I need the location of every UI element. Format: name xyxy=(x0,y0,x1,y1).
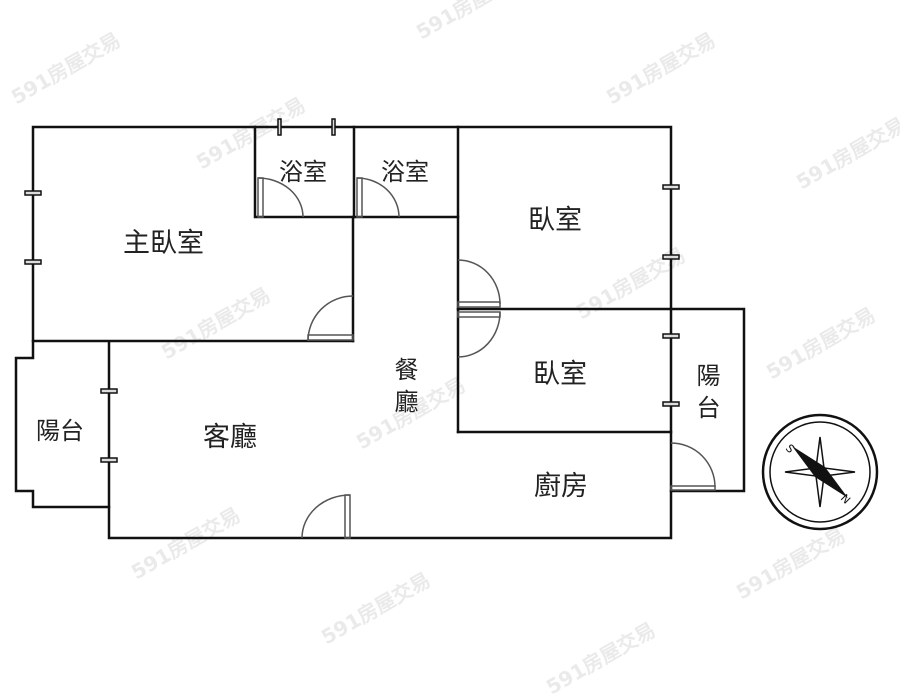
entrance-door-leaf xyxy=(344,494,351,539)
window-mark xyxy=(662,254,680,260)
window-mark xyxy=(662,401,680,407)
balcony-left-walls xyxy=(14,339,111,509)
bedroom-2-door-leaf xyxy=(457,311,501,318)
floorplan-drawing: S N xyxy=(14,118,879,540)
room-master-bedroom: 主臥室 xyxy=(123,228,204,259)
window-mark xyxy=(662,333,680,339)
compass-icon xyxy=(761,413,879,531)
bedroom-1-door-leaf xyxy=(457,301,501,308)
bathroom-1-door-leaf xyxy=(257,177,264,218)
window-mark xyxy=(100,457,118,463)
balcony-right-walls xyxy=(669,307,746,493)
entrance-door-arc xyxy=(301,494,351,539)
master-bedroom-door-arc xyxy=(307,295,354,342)
bathroom-2-door-leaf xyxy=(356,177,363,218)
window-mark xyxy=(331,118,336,136)
room-bathroom-2: 浴室 xyxy=(381,158,429,186)
room-living-room: 客廳 xyxy=(203,422,257,453)
room-balcony-right: 陽台 xyxy=(692,363,720,427)
bathroom-2-door-arc xyxy=(356,177,400,218)
window-mark xyxy=(24,259,42,265)
bedroom-1-door-arc xyxy=(457,259,501,305)
window-mark xyxy=(24,190,42,196)
room-bedroom-1: 臥室 xyxy=(528,205,582,236)
window-mark xyxy=(662,184,680,190)
bathroom-1-door-arc xyxy=(257,177,304,218)
compass-north-label: N xyxy=(838,492,853,507)
window-mark xyxy=(100,388,118,394)
room-balcony-left: 陽台 xyxy=(36,417,84,445)
bedroom-2-door-arc xyxy=(457,311,501,358)
balcony-door-arc xyxy=(670,442,716,488)
balcony-door-leaf xyxy=(670,485,716,491)
room-bedroom-2: 臥室 xyxy=(533,359,587,390)
room-dining: 餐廳 xyxy=(390,357,418,421)
bathroom-1-walls xyxy=(253,125,460,219)
window-mark xyxy=(277,118,282,136)
room-bathroom-1: 浴室 xyxy=(279,158,327,186)
master-bedroom-door-leaf xyxy=(307,334,354,341)
room-kitchen: 廚房 xyxy=(534,471,588,502)
